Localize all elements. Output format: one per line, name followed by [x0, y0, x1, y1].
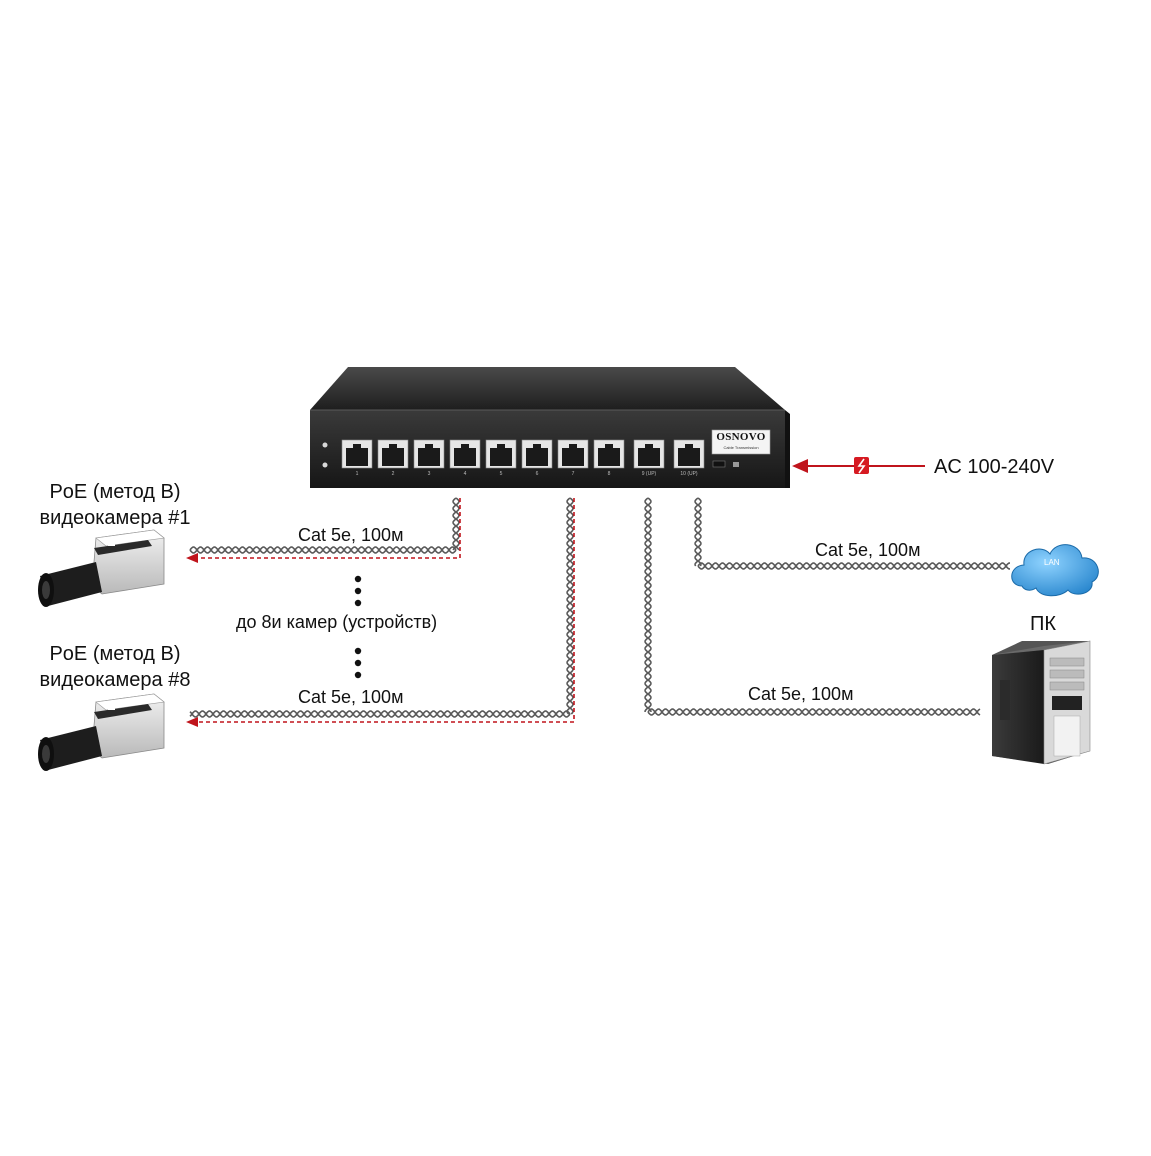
camera-1 — [38, 529, 165, 607]
ethernet-port-latch-7 — [569, 444, 577, 448]
cable-pc-wire-2-1 — [647, 708, 981, 716]
pc-cable-label: Cat 5e, 100м — [748, 684, 854, 704]
ethernet-port-socket-5 — [490, 448, 512, 466]
cable-lan-wire-1-1 — [694, 497, 702, 567]
port-number-2: 2 — [391, 471, 395, 477]
cable-lan-wire-2-1 — [697, 562, 1010, 570]
pc-label: ПК — [1030, 613, 1057, 635]
cable-camera-1-wire-1-2 — [452, 497, 460, 551]
ethernet-port-socket-7 — [562, 448, 584, 466]
max-cameras-note: до 8и камер (устройств) — [236, 612, 438, 632]
cable-pc — [644, 497, 981, 716]
camera-1-title: PoE (метод B) — [49, 481, 181, 503]
ethernet-port-socket-3 — [418, 448, 440, 466]
brand-plate — [711, 429, 771, 455]
cable-lan-wire-1-2 — [694, 497, 702, 567]
cable-camera-8 — [189, 497, 574, 718]
cables — [189, 497, 1010, 718]
port-number-8: 8 — [607, 471, 611, 477]
power-input — [792, 457, 925, 474]
camera-8-subtitle: видеокамера #8 — [39, 669, 191, 691]
ethernet-port-latch-9 — [645, 444, 653, 448]
switch-side — [785, 410, 790, 488]
ethernet-port-latch-4 — [461, 444, 469, 448]
poe-indicator-lines — [196, 498, 575, 723]
switch-ports — [341, 439, 705, 469]
cable-pc-wire-1-1 — [644, 497, 652, 712]
power-arrow — [792, 459, 808, 473]
ellipsis-dots — [354, 575, 362, 679]
ethernet-port-socket-1 — [346, 448, 368, 466]
ethernet-port-socket-6 — [526, 448, 548, 466]
ethernet-port-latch-6 — [533, 444, 541, 448]
ethernet-port-latch-2 — [389, 444, 397, 448]
poe-arrow-camera-1 — [186, 553, 198, 563]
port-number-4: 4 — [463, 471, 467, 477]
ethernet-port-latch-3 — [425, 444, 433, 448]
cable-camera-1-wire-2-2 — [189, 546, 457, 554]
camera-1-cable-label: Cat 5e, 100м — [298, 525, 404, 545]
ethernet-port-latch-1 — [353, 444, 361, 448]
switch-top — [310, 367, 785, 410]
poe-switch — [310, 367, 790, 488]
status-led — [322, 462, 328, 468]
cable-pc-wire-2-2 — [647, 708, 981, 716]
ethernet-port-latch-8 — [605, 444, 613, 448]
uplink-port-label-2: 10 (UP) — [680, 471, 698, 477]
cable-camera-8-wire-2-2 — [189, 710, 571, 718]
lan-cloud-icon — [1011, 544, 1099, 597]
poe-arrowheads — [186, 553, 198, 727]
poe-line-camera-8 — [196, 498, 575, 723]
uplink-port-label-1: 9 (UP) — [641, 471, 657, 477]
cable-pc-wire-1-2 — [644, 497, 652, 712]
port-number-3: 3 — [427, 471, 431, 477]
ethernet-port-socket-2 — [382, 448, 404, 466]
pc-tower-icon — [992, 640, 1091, 765]
port-number-1: 1 — [355, 471, 359, 477]
lan-cloud-label: LAN — [1044, 558, 1060, 567]
cable-lan — [694, 497, 1010, 570]
port-number-7: 7 — [571, 471, 575, 477]
ethernet-port-socket-4 — [454, 448, 476, 466]
ethernet-port-socket-8 — [598, 448, 620, 466]
cable-camera-8-wire-1-2 — [566, 497, 574, 715]
dip-switch — [712, 460, 726, 468]
cable-camera-8-wire-1-1 — [566, 497, 574, 715]
cable-camera-1 — [189, 497, 460, 554]
switch-brand: OSNOVO — [716, 431, 766, 443]
ethernet-port-socket-10 — [678, 448, 700, 466]
cable-lan-wire-2-2 — [697, 562, 1010, 570]
camera-8 — [38, 693, 165, 771]
ethernet-port-socket-9 — [638, 448, 660, 466]
power-label: AC 100-240V — [934, 456, 1055, 478]
switch-brand-subtitle: Cable Transmission — [723, 445, 759, 450]
camera-8-title: PoE (метод B) — [49, 643, 181, 665]
camera-8-cable-label: Cat 5e, 100м — [298, 687, 404, 707]
port-number-5: 5 — [499, 471, 503, 477]
poe-line-camera-1 — [196, 498, 461, 559]
power-led — [322, 442, 328, 448]
port-number-6: 6 — [535, 471, 539, 477]
cable-camera-1-wire-1-1 — [452, 497, 460, 551]
camera-1-subtitle: видеокамера #1 — [39, 507, 191, 529]
poe-arrow-camera-8 — [186, 717, 198, 727]
ethernet-port-latch-5 — [497, 444, 505, 448]
lan-cable-label: Cat 5e, 100м — [815, 540, 921, 560]
reset-button — [733, 462, 739, 467]
ethernet-port-latch-10 — [685, 444, 693, 448]
